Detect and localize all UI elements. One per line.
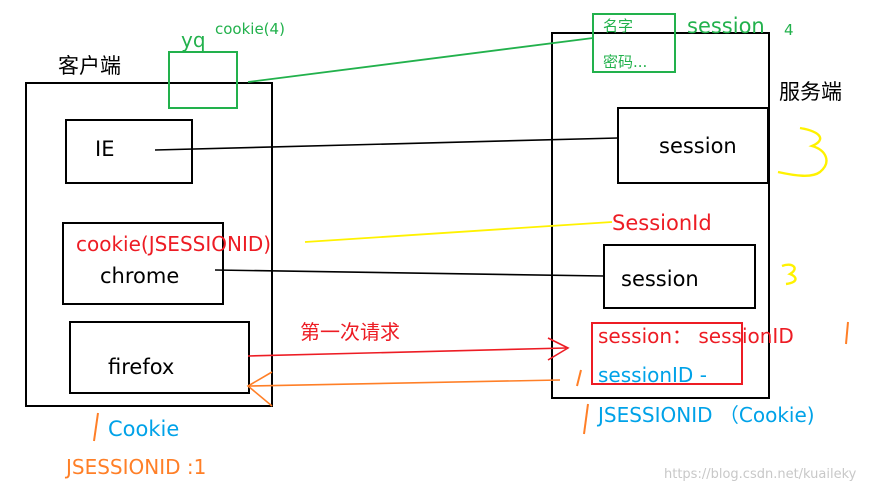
sessionid-label: SessionId xyxy=(612,211,712,235)
password-field-label: 密码... xyxy=(603,53,647,71)
firefox-label: firefox xyxy=(108,355,174,379)
chrome-label: chrome xyxy=(100,264,179,288)
session-ie-box xyxy=(617,107,769,184)
cookie4-label: cookie(4) xyxy=(215,20,285,38)
chrome-cookie-label: cookie(JSESSIONID) xyxy=(76,232,271,256)
response-arrow xyxy=(249,379,561,387)
yq-label: yq xyxy=(181,28,206,52)
chrome-session-line xyxy=(214,269,605,277)
server-box xyxy=(551,32,770,399)
jsessionid-yellow-line xyxy=(304,221,613,243)
ie-box xyxy=(65,119,193,184)
session-map-line2: sessionID - xyxy=(598,363,707,387)
yellow-squiggle-top xyxy=(777,126,828,177)
first-request-label: 第一次请求 xyxy=(300,320,400,344)
jsessionid-1-label: JSESSIONID :1 xyxy=(64,455,206,479)
jsessionid-cookie-label: JSESSIONID （Cookie) xyxy=(596,403,815,427)
name-field-label: 名字 xyxy=(603,17,633,35)
chrome-box xyxy=(62,222,224,305)
ie-session-line xyxy=(154,137,619,151)
session4-label: session xyxy=(687,14,765,38)
firefox-box xyxy=(69,321,250,394)
first-request-arrow xyxy=(247,347,567,357)
response-arrowhead xyxy=(246,371,273,407)
client-box xyxy=(25,82,273,407)
orange-tick-mid-left xyxy=(576,369,582,387)
ie-label: IE xyxy=(95,137,114,161)
session-map-box xyxy=(591,322,743,385)
orange-tick-bottom-right xyxy=(583,403,589,435)
session4-num: 4 xyxy=(784,21,794,39)
cookie-session-green-line xyxy=(247,37,594,83)
session-chrome-label: session xyxy=(621,267,699,291)
orange-tick-mid-right xyxy=(845,321,849,345)
first-request-arrowhead xyxy=(547,337,570,361)
watermark: https://blog.csdn.net/kuaileky xyxy=(664,467,857,482)
session4-box xyxy=(592,13,676,73)
session-ie-label: session xyxy=(659,134,737,158)
yq-cookie-box xyxy=(168,51,238,109)
cookie-bottom-label: Cookie xyxy=(108,417,179,441)
client-title: 客户端 xyxy=(58,54,121,78)
orange-tick-bottom-left xyxy=(93,412,99,442)
server-title: 服务端 xyxy=(779,80,842,104)
yellow-squiggle-bottom xyxy=(781,263,797,286)
session-map-line1: session： sessionID xyxy=(598,324,794,348)
session-chrome-box xyxy=(603,244,756,309)
